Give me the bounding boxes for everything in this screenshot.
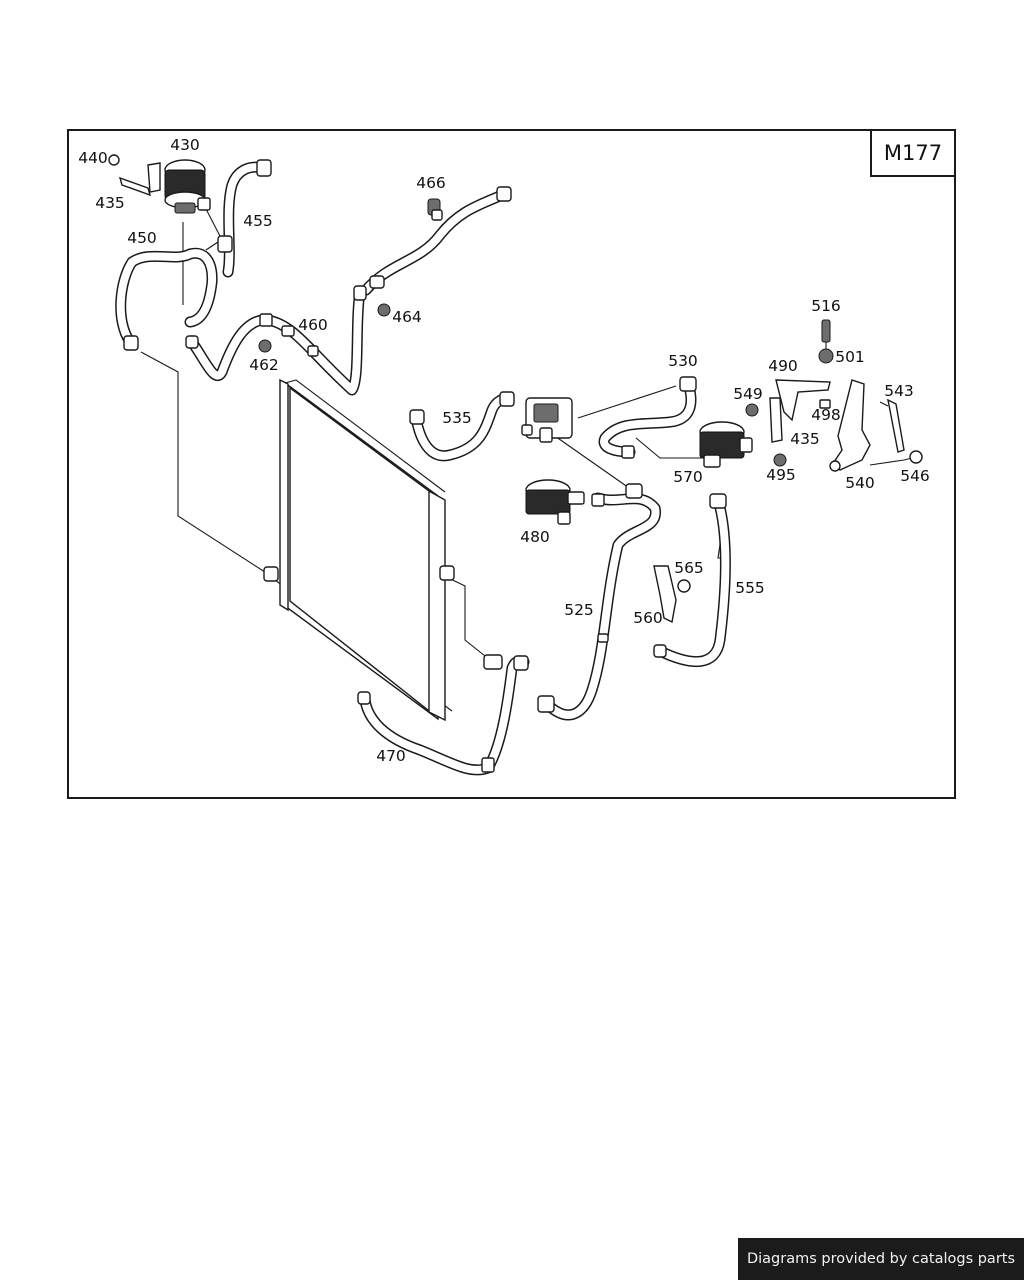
coolant-valve-block [521,397,573,443]
aux-pump-430 [164,159,211,214]
bracket-560 [653,565,691,624]
callout-430: 430 [170,136,200,154]
hose-460 [186,286,366,396]
callout-440: 440 [78,149,108,167]
callout-555: 555 [735,579,765,597]
electric-pump-570 [699,421,753,468]
radiator-condenser [263,378,455,722]
leader-lines [140,206,913,712]
fasteners-small [258,198,443,353]
callout-470: 470 [376,747,406,765]
callout-549: 549 [733,385,763,403]
hose-clamps [123,159,727,773]
callout-560: 560 [633,609,663,627]
callout-480: 480 [520,528,550,546]
callout-516: 516 [811,297,841,315]
callout-498: 498 [811,406,841,424]
callout-495: 495 [766,466,796,484]
callout-490: 490 [768,357,798,375]
attribution-banner: Diagrams provided by catalogs parts [738,1238,1024,1280]
callout-525: 525 [564,601,594,619]
bracket-540 [829,379,905,472]
callout-565: 565 [674,559,704,577]
callout-460: 460 [298,316,328,334]
bracket-490 [769,379,831,443]
hose-450 [115,247,218,348]
hose-555 [656,494,731,667]
strap-435-left [108,154,161,197]
callout-466: 466 [416,174,446,192]
electric-pump-480 [525,479,585,525]
callout-501: 501 [835,348,865,366]
callout-546: 546 [900,467,930,485]
hose-466 [360,189,508,296]
engine-code-box: M177 [870,129,956,177]
callout-570: 570 [673,468,703,486]
callout-455: 455 [243,212,273,230]
callout-450: 450 [127,229,157,247]
callout-540: 540 [845,474,875,492]
hose-525 [542,492,661,721]
fasteners-right [745,319,923,467]
callout-435-right: 435 [790,430,820,448]
callout-462: 462 [249,356,279,374]
callout-labels: 440 430 435 450 455 466 464 460 462 535 … [78,136,930,765]
callout-464: 464 [392,308,422,326]
engine-code-label: M177 [883,141,943,165]
callout-535: 535 [442,409,472,427]
attribution-text: Diagrams provided by catalogs parts [746,1251,1016,1267]
hose-530 [598,377,697,458]
callout-435-left: 435 [95,194,125,212]
callout-530: 530 [668,352,698,370]
callout-543: 543 [884,382,914,400]
